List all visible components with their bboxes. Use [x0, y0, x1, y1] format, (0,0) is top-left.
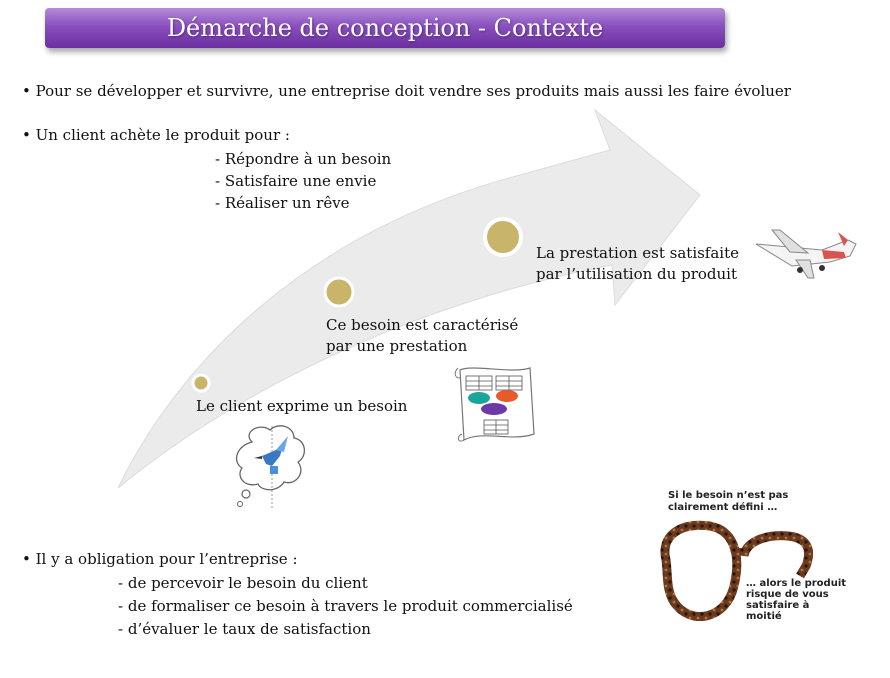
- step-caption-3-line1: La prestation est satisfaite: [536, 244, 740, 262]
- obligation-item: - de formaliser ce besoin à travers le p…: [118, 597, 573, 615]
- cartoon-bottom-line1: … alors le produit: [746, 578, 847, 589]
- step-caption-3-line2: par l’utilisation du produit: [536, 265, 737, 283]
- thought-bubble-bird-icon: [235, 425, 305, 508]
- client-item: - Répondre à un besoin: [215, 150, 392, 168]
- step-dot-1: [191, 373, 211, 393]
- cartoon-bottom-line2: risque de vous: [746, 589, 829, 600]
- cartoon-top-line2: clairement défini …: [668, 502, 778, 513]
- step-caption-2-line2: par une prestation: [326, 337, 468, 355]
- obligation-bullet-heading: • Il y a obligation pour l’entreprise :: [22, 550, 298, 568]
- step-caption-2-line1: Ce besoin est caractérisé: [326, 316, 519, 334]
- glasses-icon: [660, 520, 814, 621]
- client-bullet-heading: • Un client achète le produit pour :: [22, 126, 290, 144]
- client-item: - Réaliser un rêve: [215, 194, 350, 212]
- document-diagram-icon: [454, 367, 535, 442]
- airplane-icon: [755, 229, 857, 279]
- step-dot-2: [323, 276, 355, 308]
- intro-bullet: • Pour se développer et survivre, une en…: [22, 82, 791, 100]
- cartoon-top-line1: Si le besoin n’est pas: [668, 490, 789, 501]
- obligation-item: - d’évaluer le taux de satisfaction: [118, 620, 371, 638]
- page-title: Démarche de conception - Contexte: [166, 14, 604, 42]
- cartoon-bottom-line4: moitié: [746, 611, 782, 622]
- title-banner: Démarche de conception - Contexte: [45, 8, 725, 48]
- client-item: - Satisfaire une envie: [215, 172, 377, 190]
- step-caption-1: Le client exprime un besoin: [196, 397, 408, 415]
- step-dot-3: [483, 217, 523, 257]
- obligation-item: - de percevoir le besoin du client: [118, 574, 368, 592]
- cartoon-bottom-line3: satisfaire à: [746, 600, 810, 611]
